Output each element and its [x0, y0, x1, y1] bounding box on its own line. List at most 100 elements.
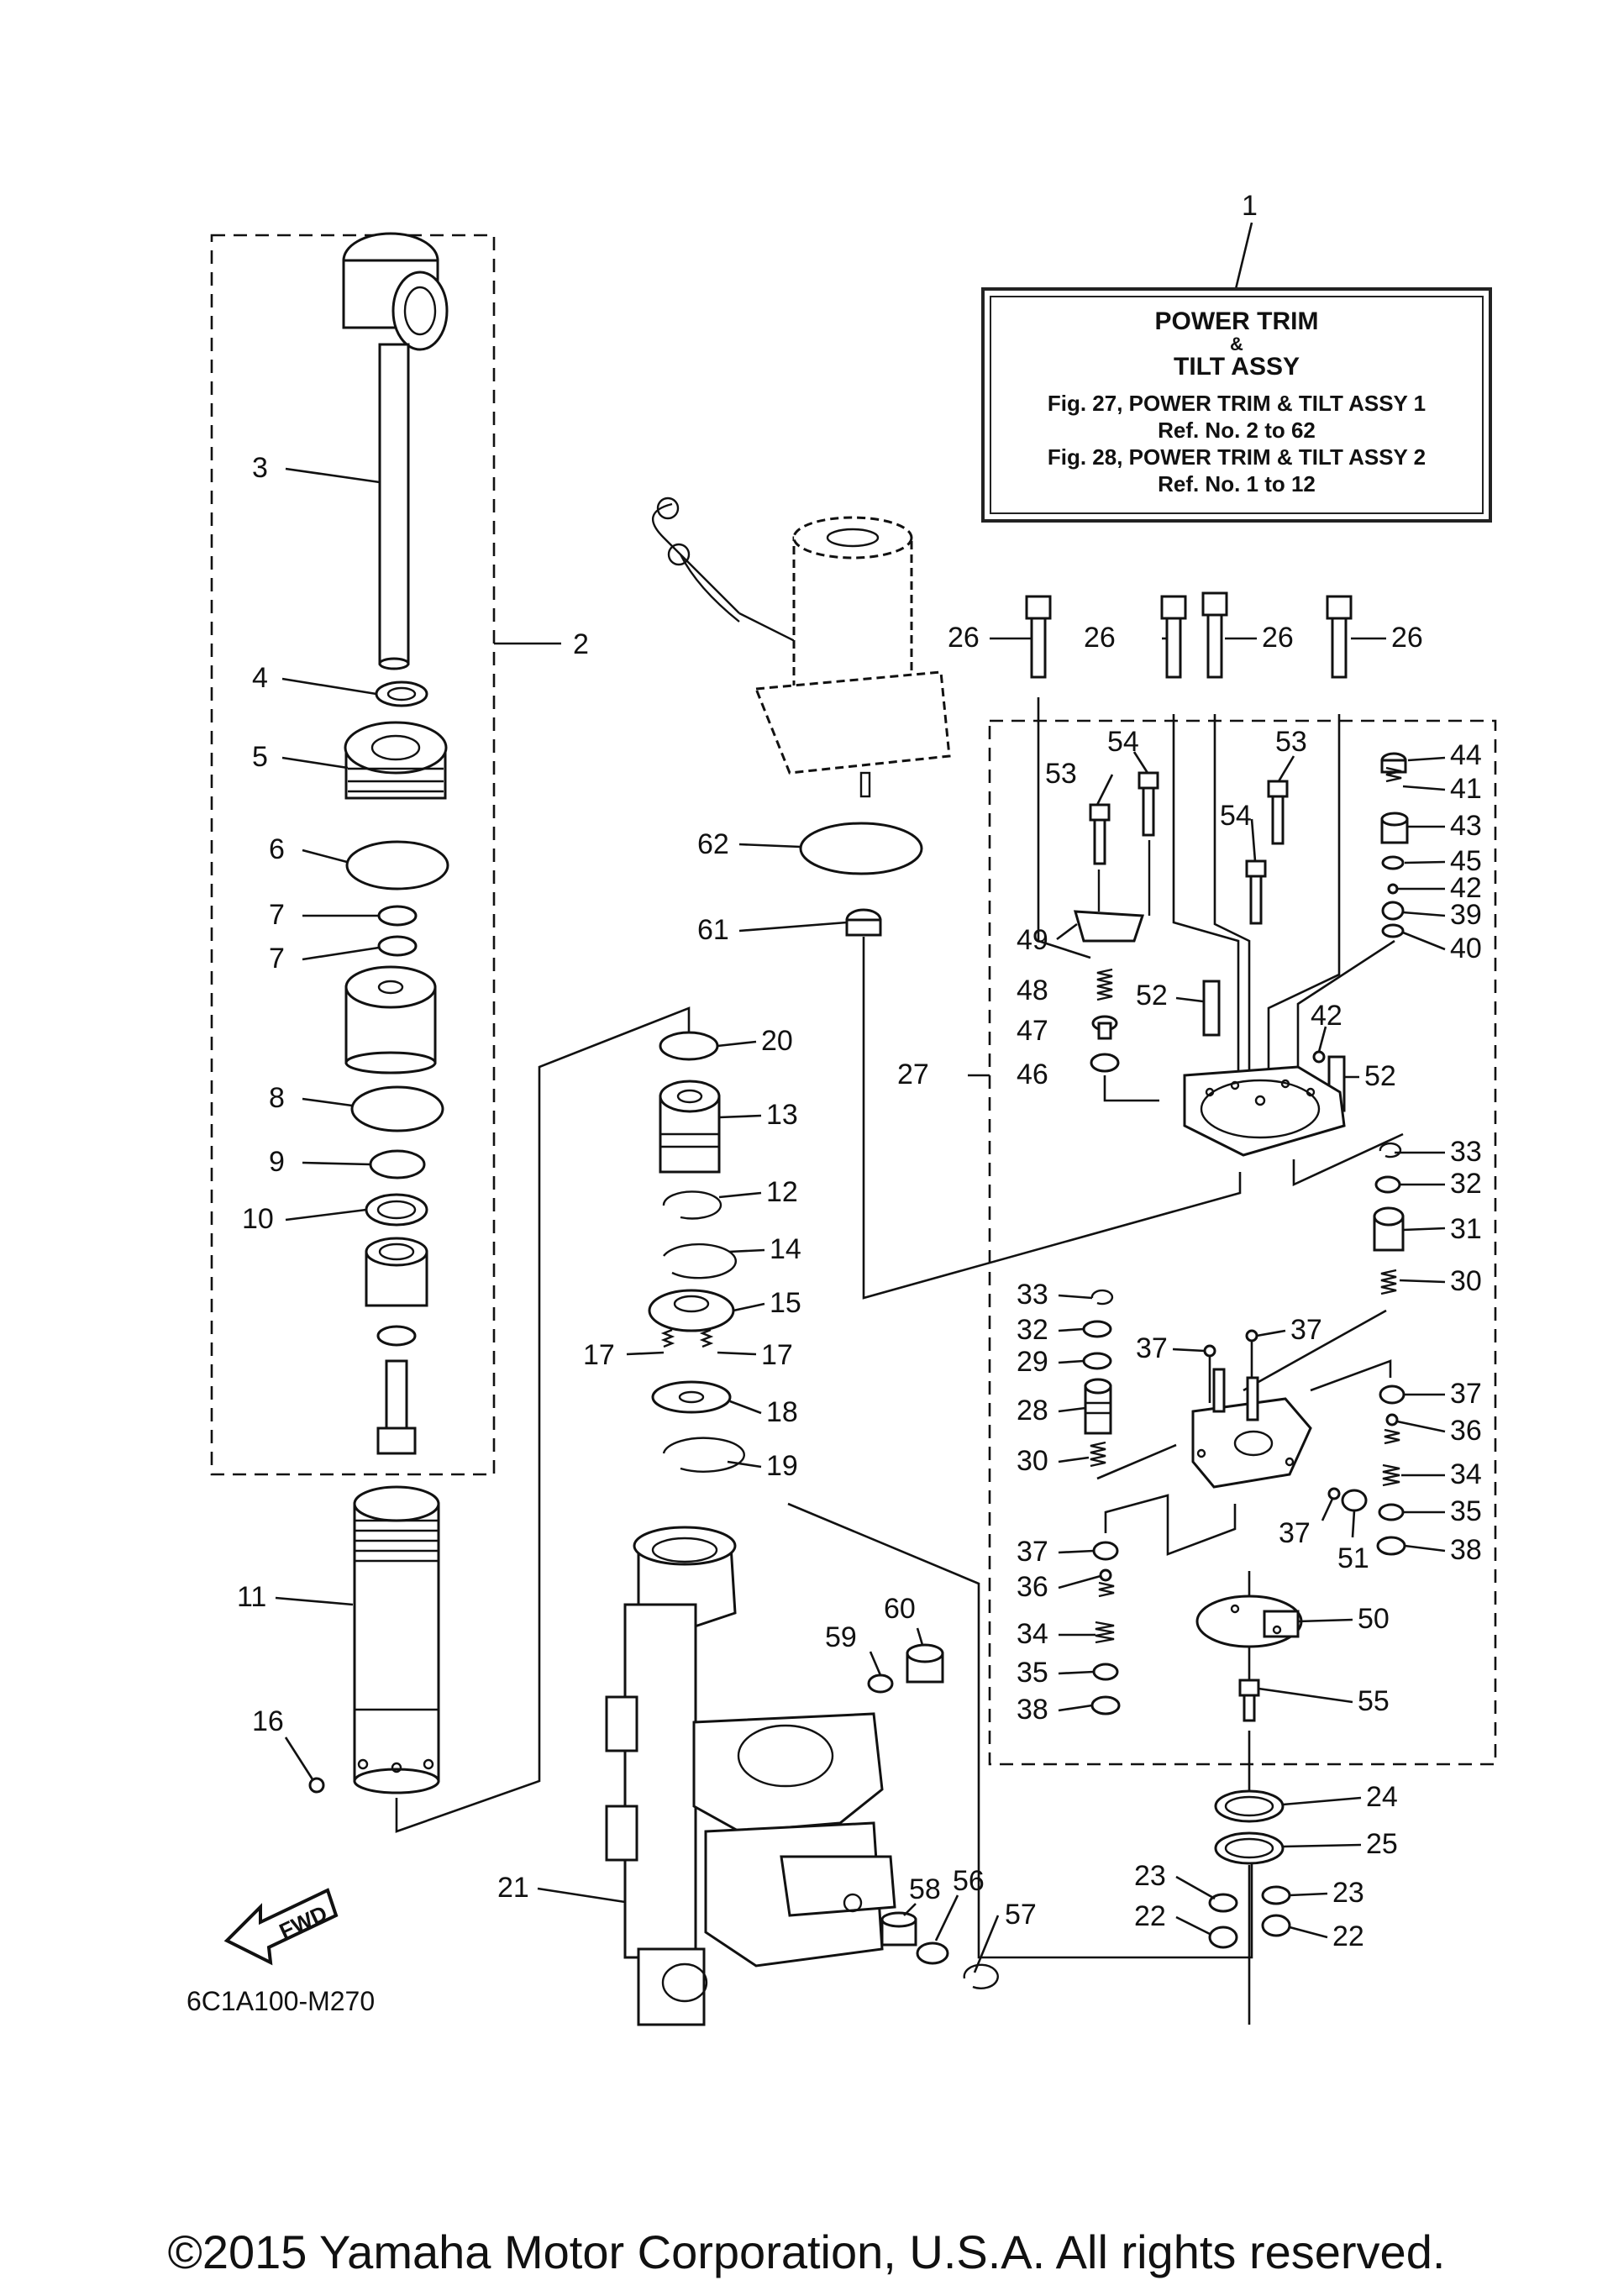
guide-left-stack [1104, 1494, 1237, 1556]
callout: 30 [1017, 1445, 1048, 1477]
callout: 42 [1311, 1000, 1342, 1032]
callout: 41 [1450, 773, 1482, 805]
callout: 7 [269, 943, 285, 975]
callout: 37 [1017, 1536, 1048, 1568]
callout: 34 [1450, 1458, 1482, 1490]
tilt-cylinder-body-part-21 [605, 1526, 896, 2026]
callout: 36 [1017, 1571, 1048, 1603]
callout: 33 [1450, 1136, 1482, 1168]
valve-part-13 [659, 1080, 721, 1174]
washer-part [376, 1325, 417, 1347]
ball-part-37a [1203, 1344, 1216, 1358]
valve-stack-right-lower [1376, 1384, 1406, 1556]
o-ring-part-9 [369, 1149, 426, 1180]
callout: 45 [1450, 845, 1482, 877]
callout: 5 [252, 741, 268, 773]
tilt-rod-part-3 [342, 232, 449, 670]
callout: 38 [1450, 1534, 1482, 1566]
guide-top-right [1296, 939, 1395, 1080]
ball-part-37c [1327, 1487, 1341, 1500]
callout: 4 [252, 662, 268, 694]
callout: 1 [1242, 190, 1258, 222]
callout: 32 [1017, 1314, 1048, 1346]
callout: 29 [1017, 1346, 1048, 1378]
callout: 30 [1450, 1265, 1482, 1297]
callout: 25 [1366, 1828, 1398, 1860]
spring-part-48 [1096, 968, 1113, 1001]
fitting-part-58 [880, 1911, 917, 1947]
clip-part-33a [1379, 1142, 1402, 1159]
callout: 14 [770, 1233, 801, 1265]
snap-ring-part-14 [663, 1243, 738, 1279]
callout: 19 [766, 1450, 798, 1482]
spring-part-30a [1380, 1269, 1397, 1295]
valve-stack-right-top [1380, 752, 1409, 938]
screw-part-55 [1238, 1679, 1260, 1722]
guide-46 [1103, 1075, 1159, 1102]
guide-30a [1243, 1309, 1387, 1392]
callout: 15 [770, 1287, 801, 1319]
callout: 35 [1017, 1657, 1048, 1689]
callout: 22 [1332, 1920, 1364, 1952]
callout: 60 [884, 1593, 916, 1625]
callout: 53 [1045, 758, 1077, 790]
callout: 23 [1134, 1860, 1166, 1892]
callout: 17 [583, 1339, 615, 1371]
callout: 57 [1005, 1899, 1037, 1931]
ring-part-25 [1214, 1831, 1285, 1865]
callout: 42 [1450, 872, 1482, 904]
ref-range-2: Ref. No. 1 to 12 [1158, 471, 1316, 497]
connector-line-filter [862, 937, 1242, 1300]
o-ring-part-56 [916, 1941, 949, 1965]
callout: 47 [1017, 1015, 1048, 1047]
bolt-guide-2 [1172, 714, 1240, 1084]
seal-part-4 [375, 680, 428, 707]
callout: 16 [252, 1705, 284, 1737]
callout: 37 [1450, 1378, 1482, 1410]
connector-line-left [395, 1006, 691, 1833]
seal-part-32a [1374, 1175, 1401, 1194]
reference-box-inner: POWER TRIM & TILT ASSY Fig. 27, POWER TR… [990, 296, 1484, 514]
callout: 39 [1450, 899, 1482, 931]
callout: 6 [269, 833, 285, 865]
callout: 12 [766, 1176, 798, 1208]
valve-seat-part-15 [648, 1289, 735, 1332]
piston-part [344, 965, 437, 1074]
screws-part-53-54 [1089, 771, 1289, 925]
callout: 44 [1450, 739, 1482, 771]
callout: 26 [1391, 622, 1423, 654]
spring-part-30b [1090, 1441, 1106, 1468]
piston-part-31 [1373, 1206, 1405, 1252]
snap-ring-part-12 [662, 1190, 722, 1220]
snap-ring-part-57 [963, 1963, 999, 1989]
ref-title-amp: & [1230, 334, 1243, 355]
o-ring-part-62 [799, 822, 923, 875]
o-ring-part-7b [377, 935, 418, 957]
plate-part-49 [1073, 910, 1145, 943]
connector-line-body [787, 1502, 1253, 1959]
callout: 17 [761, 1339, 793, 1371]
snap-ring-part-19 [662, 1437, 745, 1473]
o-ring-part-7a [377, 905, 418, 927]
callout: 53 [1275, 726, 1307, 758]
callout: 49 [1017, 924, 1048, 956]
callout: 22 [1134, 1900, 1166, 1932]
callout: 26 [1262, 622, 1294, 654]
bolt-guide-4 [1267, 714, 1341, 1084]
cylinder-cap-part-5 [344, 721, 448, 800]
callout: 9 [269, 1146, 285, 1178]
callout: 40 [1450, 933, 1482, 964]
ref-title-line2: TILT ASSY [1174, 353, 1300, 381]
fwd-arrow-icon: FWD [223, 1888, 339, 1966]
callout: 52 [1136, 980, 1168, 1011]
callout: 55 [1358, 1685, 1390, 1717]
callout: 38 [1017, 1694, 1048, 1726]
callout: 37 [1279, 1517, 1311, 1549]
callout-leaders [275, 222, 1446, 1973]
callout: 54 [1220, 800, 1252, 832]
callout: 26 [1084, 622, 1116, 654]
callout: 20 [761, 1025, 793, 1057]
guide-right-stack [1310, 1359, 1392, 1392]
callout: 48 [1017, 975, 1048, 1006]
